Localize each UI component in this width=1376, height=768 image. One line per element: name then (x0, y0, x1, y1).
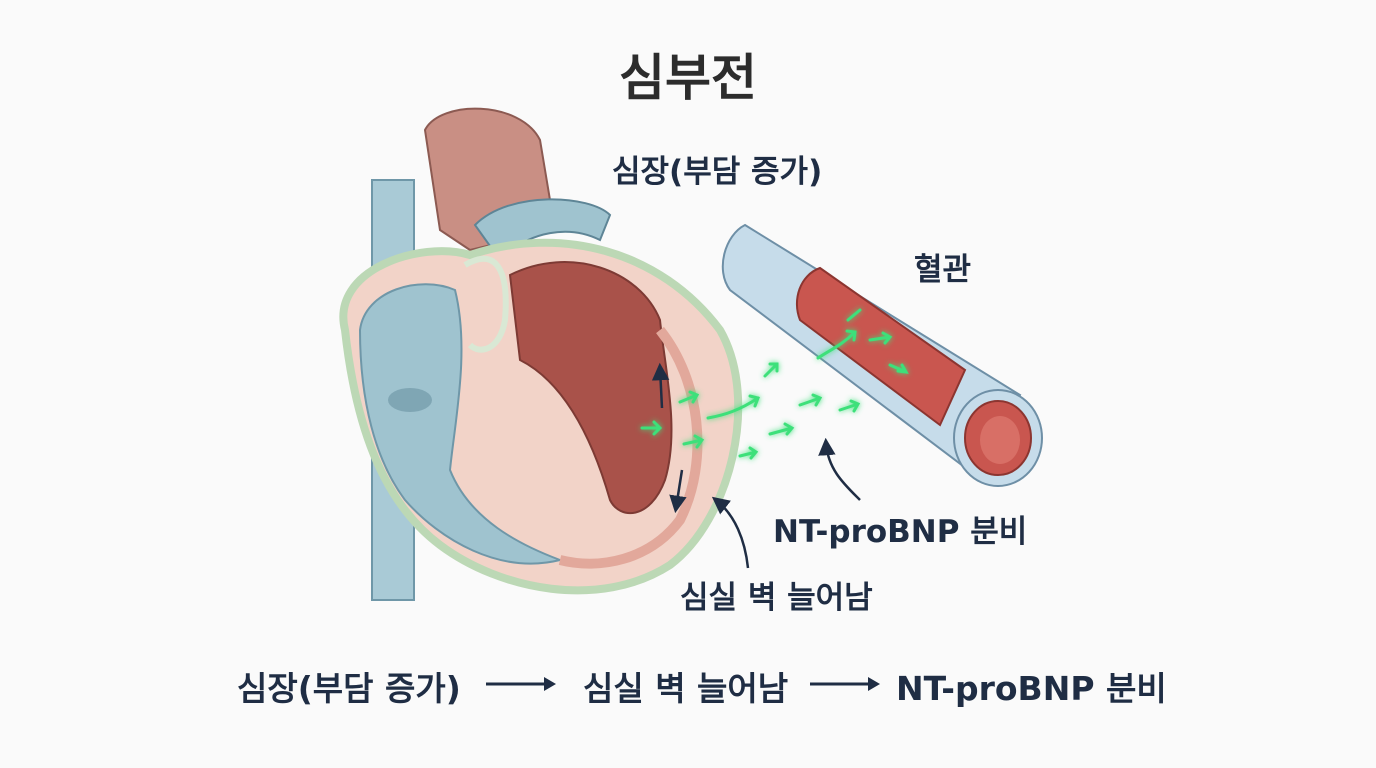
nt-probnp-arrows (640, 308, 909, 460)
ventricle-stretch-label: 심실 벽 늘어남 (680, 580, 873, 616)
flow-step-secretion: NT-proBNP 분비 (896, 669, 1167, 708)
stretch-callout-arrow (711, 496, 750, 569)
flow-arrow-icon (486, 677, 556, 691)
flow-step-stretch: 심실 벽 늘어남 (583, 669, 789, 708)
flow-arrow-icon (810, 677, 880, 691)
page-title: 심부전 (619, 49, 757, 107)
ntprobnp-callout-arrow (818, 437, 861, 501)
flow-step-heart: 심장(부담 증가) (237, 669, 461, 708)
secretion-label: NT-proBNP 분비 (773, 514, 1028, 550)
vessel-label: 혈관 (914, 252, 972, 288)
heart-label: 심장(부담 증가) (612, 154, 823, 190)
heart-icon (339, 107, 743, 601)
blood-vessel-icon (721, 223, 1043, 487)
